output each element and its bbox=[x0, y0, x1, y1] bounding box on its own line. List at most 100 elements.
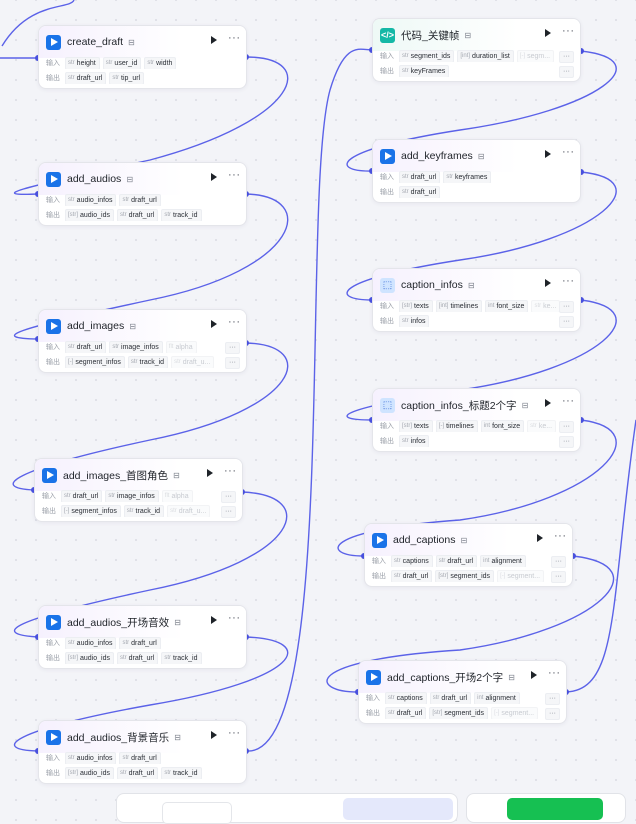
toolbar-control[interactable] bbox=[162, 802, 232, 824]
more-icon[interactable]: ··· bbox=[562, 395, 575, 407]
more-icon[interactable]: ··· bbox=[224, 465, 237, 477]
run-node-icon[interactable] bbox=[211, 731, 217, 739]
more-params-icon[interactable]: ··· bbox=[221, 491, 236, 503]
more-params-icon[interactable]: ··· bbox=[225, 342, 240, 354]
param-type: [-] bbox=[438, 422, 445, 429]
run-node-icon[interactable] bbox=[537, 534, 543, 542]
run-node-icon[interactable] bbox=[211, 320, 217, 328]
more-icon[interactable]: ··· bbox=[562, 275, 575, 287]
param-tag: [-]segm... bbox=[516, 50, 555, 62]
more-icon[interactable]: ··· bbox=[562, 146, 575, 158]
more-params-icon[interactable]: ··· bbox=[221, 506, 236, 518]
more-params-icon[interactable]: ··· bbox=[559, 436, 574, 448]
param-type: int bbox=[477, 694, 484, 701]
node-header[interactable]: create_draft⊟··· bbox=[39, 26, 246, 58]
more-icon[interactable]: ··· bbox=[228, 169, 241, 181]
toolbar-button[interactable] bbox=[343, 798, 453, 820]
more-params-icon[interactable]: ··· bbox=[545, 708, 560, 720]
node-header[interactable]: add_captions_开场2个字⊟··· bbox=[359, 661, 566, 693]
more-icon[interactable]: ··· bbox=[228, 612, 241, 624]
node-status-icon: ⊟ bbox=[126, 174, 134, 184]
node-header[interactable]: add_captions⊟··· bbox=[365, 524, 572, 556]
node-title: add_audios_开场音效 bbox=[67, 616, 170, 629]
node-header[interactable]: add_audios_开场音效⊟··· bbox=[39, 606, 246, 638]
more-params-icon[interactable]: ··· bbox=[559, 51, 574, 63]
param-tag: [-]segment... bbox=[497, 570, 545, 582]
more-params-icon[interactable]: ··· bbox=[559, 301, 574, 313]
param-type: [str] bbox=[402, 422, 412, 429]
param-type: str bbox=[122, 196, 130, 203]
node-header[interactable]: ⬚caption_infos_标题2个字⊟··· bbox=[373, 389, 580, 421]
node-header[interactable]: add_images⊟··· bbox=[39, 310, 246, 342]
primary-action-button[interactable] bbox=[507, 798, 603, 820]
param-type: flt bbox=[164, 492, 170, 499]
run-node-icon[interactable] bbox=[211, 616, 217, 624]
bottom-toolbar bbox=[116, 793, 458, 824]
node-header[interactable]: ⬚caption_infos⊟··· bbox=[373, 269, 580, 301]
more-params-icon[interactable]: ··· bbox=[551, 556, 566, 568]
param-tag: [str]texts bbox=[399, 420, 433, 432]
workflow-node[interactable]: ⬚caption_infos_标题2个字⊟···输入[str]texts[-]t… bbox=[372, 388, 581, 452]
more-icon[interactable]: ··· bbox=[554, 530, 567, 542]
param-type: str bbox=[68, 639, 75, 646]
run-node-icon[interactable] bbox=[545, 279, 551, 287]
node-header[interactable]: add_keyframes⊟··· bbox=[373, 140, 580, 172]
port-label: 输出 bbox=[42, 508, 56, 515]
param-tag: [int]timelines bbox=[435, 300, 483, 312]
more-params-icon[interactable]: ··· bbox=[559, 66, 574, 78]
param-name: draft_url bbox=[128, 769, 155, 777]
code-icon: </> bbox=[380, 27, 395, 43]
run-node-icon[interactable] bbox=[211, 36, 217, 44]
param-tag: [str]audio_ids bbox=[65, 209, 114, 221]
run-node-icon[interactable] bbox=[207, 469, 213, 477]
plugin-icon bbox=[380, 148, 395, 164]
param-type: [int] bbox=[438, 302, 449, 309]
more-params-icon[interactable]: ··· bbox=[225, 357, 240, 369]
run-node-icon[interactable] bbox=[531, 671, 537, 679]
param-type: str bbox=[122, 639, 130, 646]
node-header[interactable]: </>代码_关键帧⊟··· bbox=[373, 19, 580, 51]
run-node-icon[interactable] bbox=[211, 173, 217, 181]
node-header[interactable]: add_images_首图角色⊟··· bbox=[35, 459, 242, 491]
run-node-icon[interactable] bbox=[545, 150, 551, 158]
connection-line bbox=[565, 419, 636, 693]
param-type: [-] bbox=[500, 572, 506, 579]
param-name: keyFrames bbox=[410, 67, 446, 75]
run-node-icon[interactable] bbox=[545, 29, 551, 37]
port-label: 输出 bbox=[366, 710, 380, 717]
node-title: add_captions_开场2个字 bbox=[387, 671, 504, 684]
node-header[interactable]: add_audios⊟··· bbox=[39, 163, 246, 195]
more-icon[interactable]: ··· bbox=[228, 727, 241, 739]
param-type: str bbox=[68, 59, 75, 66]
more-params-icon[interactable]: ··· bbox=[559, 421, 574, 433]
run-node-icon[interactable] bbox=[545, 399, 551, 407]
more-params-icon[interactable]: ··· bbox=[559, 316, 574, 328]
workflow-node[interactable]: ⬚caption_infos⊟···输入[str]texts[int]timel… bbox=[372, 268, 581, 332]
param-tag: [str]segment_ids bbox=[435, 570, 495, 582]
param-name: audio_ids bbox=[80, 769, 110, 777]
more-icon[interactable]: ··· bbox=[228, 316, 241, 328]
more-params-icon[interactable]: ··· bbox=[551, 571, 566, 583]
more-icon[interactable]: ··· bbox=[562, 25, 575, 37]
more-icon[interactable]: ··· bbox=[228, 32, 241, 44]
more-params-icon[interactable]: ··· bbox=[545, 693, 560, 705]
param-name: track_id bbox=[173, 769, 198, 777]
node-header[interactable]: add_audios_背景音乐⊟··· bbox=[39, 721, 246, 753]
more-icon[interactable]: ··· bbox=[548, 667, 561, 679]
param-name: font_size bbox=[492, 422, 521, 430]
